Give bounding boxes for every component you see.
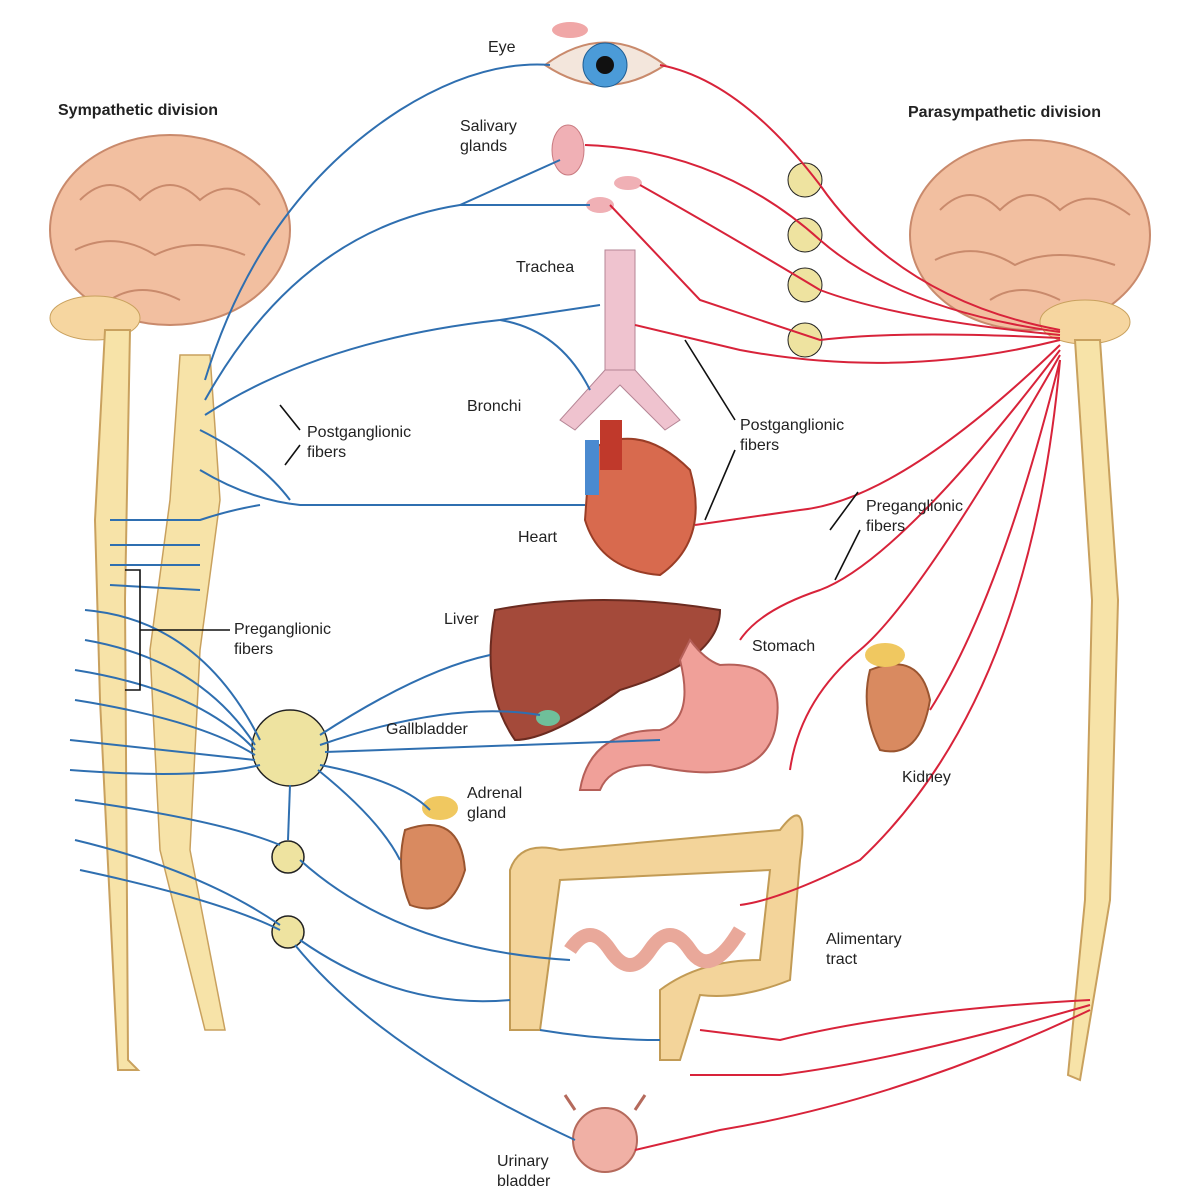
label-alimentary-line1: Alimentary bbox=[826, 931, 902, 948]
label-line2: fibers bbox=[740, 437, 780, 454]
label-sympathetic-postganglionic: Postganglionic fibers bbox=[307, 423, 411, 463]
label-sympathetic-preganglionic: Preganglionic fibers bbox=[234, 620, 331, 660]
right-brain bbox=[909, 139, 1151, 345]
salivary-glands bbox=[551, 124, 642, 213]
label-gallbladder: Gallbladder bbox=[386, 721, 468, 738]
left-kidney-adrenal bbox=[400, 796, 467, 910]
label-adrenal-gland: Adrenal gland bbox=[467, 784, 522, 824]
label-line2: fibers bbox=[234, 641, 274, 658]
celiac-ganglion bbox=[251, 709, 329, 787]
label-line2: fibers bbox=[866, 518, 906, 535]
label-parasympathetic-preganglionic: Preganglionic fibers bbox=[866, 497, 963, 537]
label-salivary-line2: glands bbox=[460, 138, 508, 155]
label-line1: Preganglionic bbox=[866, 498, 963, 515]
parasympathetic-fibers bbox=[584, 64, 1091, 1151]
left-brain bbox=[49, 134, 291, 341]
liver bbox=[489, 599, 722, 742]
label-adrenal-line1: Adrenal bbox=[467, 785, 523, 802]
right-spinal-cord bbox=[1066, 339, 1120, 1082]
label-adrenal-line2: gland bbox=[467, 805, 507, 822]
small-intestine bbox=[564, 926, 747, 972]
inferior-mesenteric-ganglion bbox=[271, 915, 305, 949]
label-alimentary-tract: Alimentary tract bbox=[826, 930, 902, 970]
leader-lines bbox=[125, 339, 861, 691]
heart bbox=[583, 420, 697, 577]
gallbladder bbox=[536, 710, 560, 726]
label-stomach: Stomach bbox=[752, 638, 816, 655]
left-spinal-cord bbox=[93, 329, 141, 1071]
sympathetic-fibers bbox=[69, 63, 661, 1141]
label-parasympathetic-postganglionic: Postganglionic fibers bbox=[740, 416, 844, 456]
label-line1: Postganglionic bbox=[740, 417, 845, 434]
label-line1: Preganglionic bbox=[234, 621, 331, 638]
label-eye: Eye bbox=[488, 39, 516, 56]
label-salivary-glands: Salivary glands bbox=[460, 117, 517, 157]
label-line1: Postganglionic bbox=[307, 424, 412, 441]
parasympathetic-ganglia bbox=[787, 162, 823, 358]
parasympathetic-division-title: Parasympathetic division bbox=[908, 104, 1101, 121]
urinary-bladder bbox=[563, 1094, 647, 1173]
label-kidney: Kidney bbox=[902, 769, 951, 786]
right-kidney bbox=[865, 643, 932, 753]
sympathetic-chain bbox=[149, 354, 226, 1031]
label-salivary-line1: Salivary bbox=[460, 118, 517, 135]
label-liver: Liver bbox=[444, 611, 479, 628]
label-line2: fibers bbox=[307, 444, 347, 461]
label-bladder-line1: Urinary bbox=[497, 1153, 549, 1170]
label-urinary-bladder: Urinary bladder bbox=[497, 1152, 550, 1192]
sympathetic-division-title: Sympathetic division bbox=[58, 102, 219, 119]
label-trachea: Trachea bbox=[516, 259, 575, 276]
label-bladder-line2: bladder bbox=[497, 1173, 551, 1190]
label-heart: Heart bbox=[518, 529, 558, 546]
trachea-bronchi bbox=[559, 249, 681, 431]
superior-mesenteric-ganglion bbox=[271, 840, 305, 874]
eye bbox=[543, 22, 667, 88]
label-bronchi: Bronchi bbox=[467, 398, 522, 415]
label-alimentary-line2: tract bbox=[826, 951, 858, 968]
stomach bbox=[578, 638, 779, 791]
